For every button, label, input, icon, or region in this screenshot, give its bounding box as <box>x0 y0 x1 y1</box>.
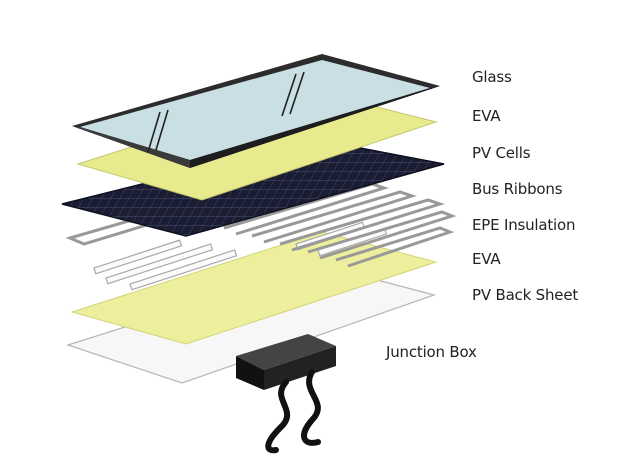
label-eva-bottom: EVA <box>472 250 501 268</box>
junction-box <box>236 334 336 454</box>
label-pv-cells: PV Cells <box>472 144 531 162</box>
label-eva-top: EVA <box>472 107 501 125</box>
eva-bottom-layer <box>70 231 438 345</box>
epe-insulation-layer <box>93 221 388 291</box>
label-epe-insulation: EPE Insulation <box>472 216 576 234</box>
label-pv-back-sheet: PV Back Sheet <box>472 286 579 304</box>
label-junction-box: Junction Box <box>386 343 477 361</box>
glass-layer <box>72 54 440 168</box>
label-glass: Glass <box>472 68 512 86</box>
label-bus-ribbons: Bus Ribbons <box>472 180 563 198</box>
